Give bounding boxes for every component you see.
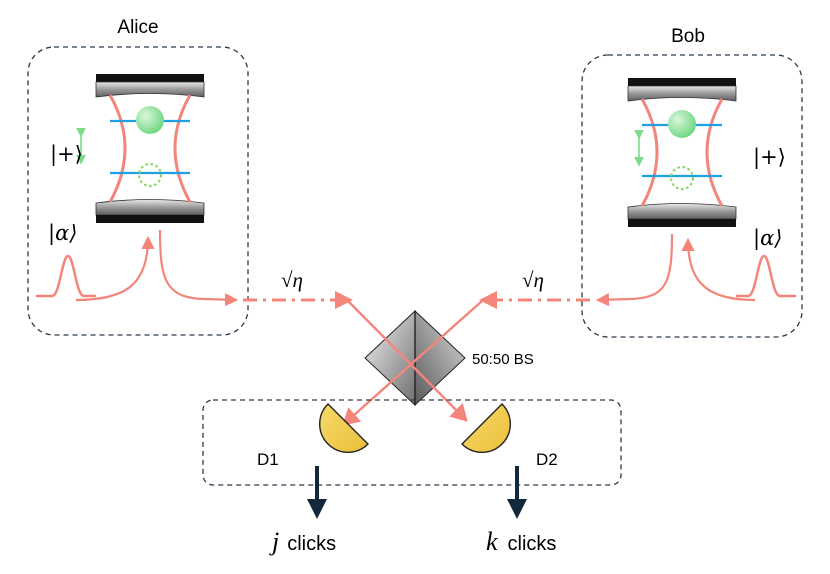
bob-channel: √η bbox=[479, 268, 590, 309]
d2-label: D2 bbox=[536, 450, 558, 469]
beam-to-d2 bbox=[347, 300, 468, 422]
alice-label: Alice bbox=[117, 17, 158, 38]
alice-node: Alice |+⟩ |α⟩ bbox=[27, 17, 249, 336]
alice-bottom-mirror bbox=[95, 199, 205, 216]
bob-output-beam bbox=[595, 233, 674, 307]
bob-pulse-shape bbox=[736, 254, 796, 298]
bob-qubit-state: |+⟩ bbox=[753, 145, 786, 170]
beamsplitter-label: 50:50 BS bbox=[472, 351, 534, 368]
bob-bottom-mirror-back bbox=[628, 219, 736, 227]
bob-top-mirror-back bbox=[628, 78, 736, 86]
alice-box bbox=[27, 46, 249, 336]
alice-mode-left bbox=[108, 94, 127, 203]
bob-mode-right bbox=[705, 98, 724, 207]
bob-input-beam bbox=[681, 237, 756, 302]
alice-input-beam bbox=[75, 235, 155, 302]
d1-label: D1 bbox=[257, 450, 279, 469]
detector-d2: D2 k clicks bbox=[461, 403, 558, 556]
beamsplitter-right-half bbox=[414, 309, 466, 407]
alice-top-mirror-back bbox=[96, 74, 204, 82]
alice-atom-upper bbox=[136, 106, 164, 134]
alice-pulse-state: |α⟩ bbox=[48, 221, 77, 246]
alice-qubit-state: |+⟩ bbox=[50, 142, 83, 167]
alice-channel: √η bbox=[243, 268, 353, 309]
d1-click-count: j clicks bbox=[269, 527, 336, 556]
bob-loss-label: √η bbox=[522, 268, 544, 292]
alice-top-mirror bbox=[95, 81, 205, 98]
alice-cavity bbox=[76, 74, 205, 223]
alice-loss-label: √η bbox=[281, 268, 303, 292]
d2-click-count: k clicks bbox=[486, 527, 556, 556]
bob-label: Bob bbox=[671, 26, 705, 47]
detection-box bbox=[202, 399, 622, 486]
alice-mode-right bbox=[173, 94, 192, 203]
bob-atom-upper bbox=[668, 110, 696, 138]
bob-cavity bbox=[627, 78, 737, 227]
alice-output-beam bbox=[158, 229, 239, 307]
alice-atom-lower bbox=[137, 162, 163, 188]
bob-box bbox=[581, 54, 803, 338]
bob-bottom-mirror bbox=[627, 203, 737, 220]
beamsplitter: 50:50 BS bbox=[342, 300, 534, 426]
d1-detector-shape bbox=[319, 403, 369, 453]
detector-d1: D1 j clicks bbox=[257, 403, 369, 556]
bob-mode-left bbox=[640, 98, 659, 207]
bob-pulse-state: |α⟩ bbox=[753, 226, 782, 251]
bob-atom-lower bbox=[669, 165, 695, 191]
d2-detector-shape bbox=[461, 403, 511, 453]
beam-to-d1 bbox=[342, 300, 483, 426]
bob-node: Bob |+⟩ |α⟩ bbox=[581, 26, 803, 338]
alice-pulse-shape bbox=[36, 254, 96, 298]
bob-top-mirror bbox=[627, 85, 737, 102]
alice-bottom-mirror-back bbox=[96, 215, 204, 223]
